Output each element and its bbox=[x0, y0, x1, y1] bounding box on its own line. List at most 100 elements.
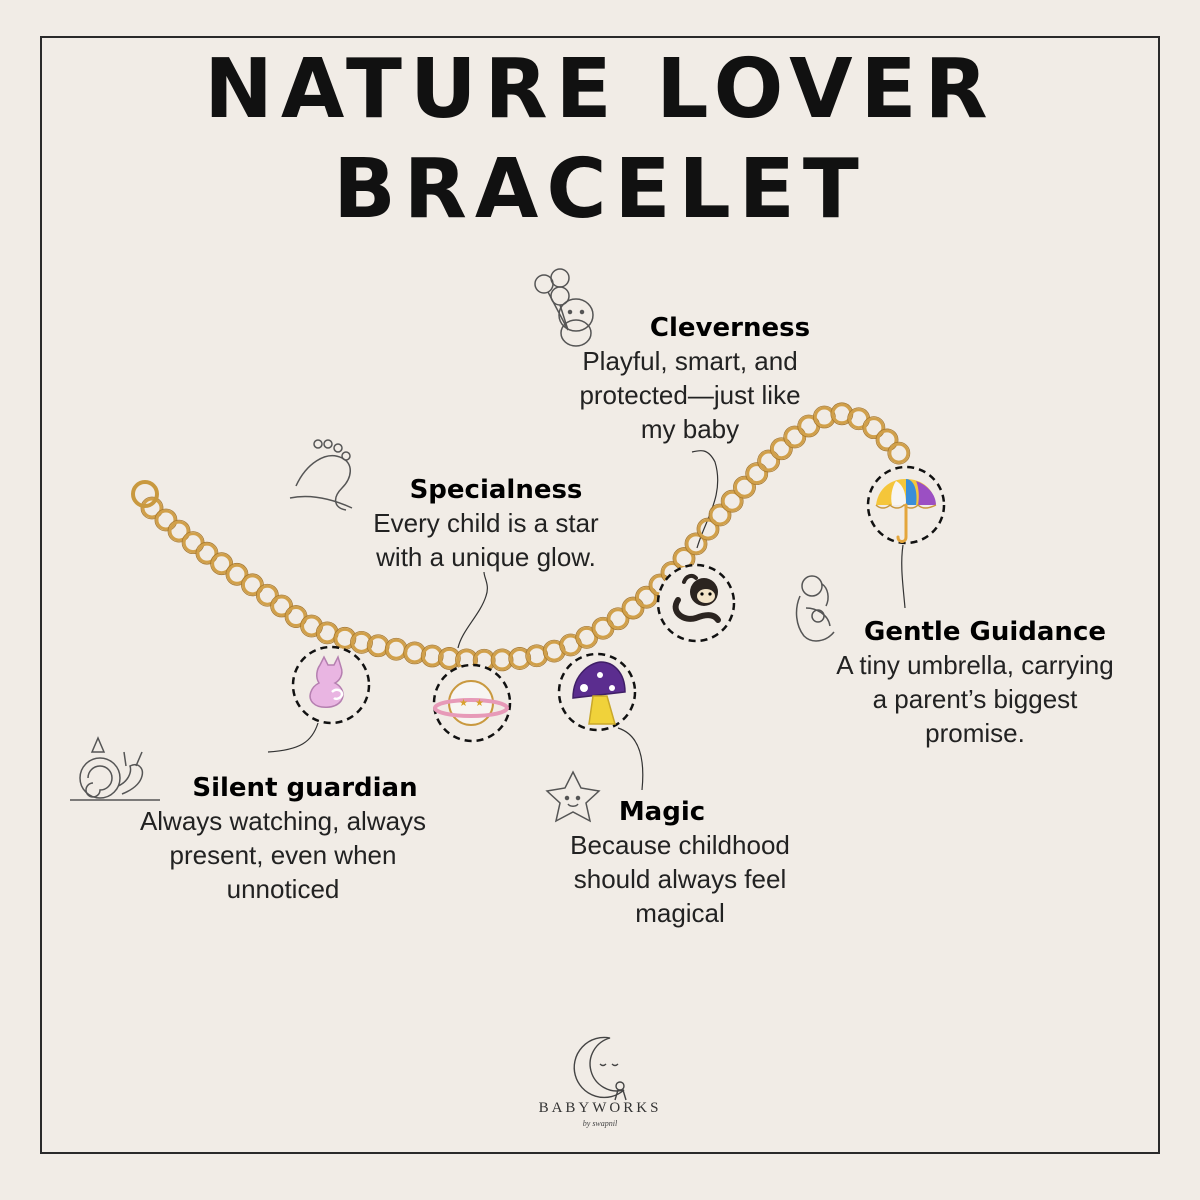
cat-charm-icon bbox=[309, 654, 344, 708]
umbrella-charm bbox=[866, 465, 946, 545]
chain-link bbox=[784, 426, 806, 448]
charm-description-line: unnoticed bbox=[226, 874, 340, 904]
connector-umbrella bbox=[901, 544, 906, 609]
chain-link bbox=[285, 606, 307, 628]
smiling-star-icon bbox=[545, 770, 601, 823]
charm-description-line: Always watching, always bbox=[139, 806, 427, 836]
chain-link bbox=[141, 497, 163, 519]
chain-link bbox=[733, 476, 755, 498]
chain-link-outline bbox=[606, 607, 630, 631]
umbrella-charm-icon bbox=[875, 479, 937, 543]
chain-link-outline bbox=[167, 519, 191, 543]
charm-description-line: protected—just like bbox=[579, 380, 801, 410]
chain-link bbox=[758, 450, 780, 472]
chain-link-outline bbox=[757, 449, 781, 473]
charm-description-line: should always feel bbox=[573, 864, 787, 894]
page-title: NATURE LOVER BRACELET bbox=[204, 42, 996, 237]
charm-description-line: Every child is a star bbox=[373, 508, 599, 538]
chain-link bbox=[491, 649, 513, 671]
chain-link bbox=[636, 586, 657, 608]
clasp-ring bbox=[131, 480, 159, 508]
chain-link bbox=[697, 518, 719, 540]
charm-info-planet: Specialness Every child is a star with a… bbox=[336, 474, 636, 574]
charm-info-mushroom: Magic Because childhood should always fe… bbox=[540, 796, 820, 930]
monkey-charm bbox=[656, 563, 736, 643]
page-frame bbox=[40, 36, 1160, 1154]
connector-mushroom bbox=[617, 727, 644, 791]
chain-link-outline bbox=[225, 562, 249, 586]
charm-description-line: promise. bbox=[925, 718, 1025, 748]
chain-link bbox=[404, 642, 426, 664]
chain-link-outline bbox=[733, 475, 756, 499]
baby-foot-hand-icon bbox=[289, 439, 353, 511]
chain-link-outline bbox=[575, 625, 599, 649]
chain-link bbox=[256, 584, 278, 606]
charm-heading: Cleverness bbox=[649, 313, 811, 343]
charm-description-line: A tiny umbrella, carrying bbox=[836, 650, 1114, 680]
chain-link bbox=[271, 595, 293, 617]
charm-description-line: magical bbox=[635, 898, 725, 928]
chain-link bbox=[576, 626, 598, 648]
chain-link-outline bbox=[862, 416, 886, 440]
charm-description-line: Playful, smart, and bbox=[582, 346, 798, 376]
mushroom-charm bbox=[557, 652, 637, 732]
chain-link-outline bbox=[720, 489, 744, 513]
chain-link bbox=[770, 438, 792, 460]
chain-link-outline bbox=[210, 552, 234, 576]
planet-charm: ★ ★ bbox=[432, 663, 512, 743]
chain-link-outline bbox=[508, 647, 532, 670]
chain-link-outline bbox=[420, 644, 444, 668]
chain-link-outline bbox=[875, 428, 899, 452]
charm-info-monkey: Cleverness Playful, smart, and protected… bbox=[550, 312, 830, 446]
chain-link-outline bbox=[696, 517, 720, 541]
penguin-balloons-icon bbox=[534, 268, 594, 347]
connector-planet bbox=[457, 571, 488, 649]
chain-link-outline bbox=[140, 496, 164, 520]
chain-link bbox=[182, 532, 204, 554]
chain-link-outline bbox=[403, 641, 427, 665]
chain-link bbox=[607, 608, 629, 630]
cat-charm bbox=[291, 645, 371, 725]
svg-text:★: ★ bbox=[459, 698, 468, 709]
brand-name: BABYWORKS bbox=[538, 1100, 662, 1116]
chain-link-outline bbox=[490, 648, 514, 672]
chain-link bbox=[709, 504, 731, 526]
chain-link bbox=[746, 463, 768, 485]
connector-monkey bbox=[691, 449, 719, 549]
monkey-charm-icon bbox=[672, 573, 721, 623]
chain bbox=[140, 402, 911, 672]
charm-description-line: a parent’s biggest bbox=[872, 684, 1078, 714]
charm-description-line: present, even when bbox=[169, 840, 397, 870]
chain-link bbox=[622, 597, 644, 619]
chain-link bbox=[196, 542, 218, 564]
chain-link-outline bbox=[812, 405, 836, 429]
charm-heading: Magic bbox=[618, 797, 706, 827]
chain-link-outline bbox=[708, 503, 732, 527]
charm-description-line: Because childhood bbox=[570, 830, 790, 860]
chain-link bbox=[721, 490, 743, 512]
chain-link-outline bbox=[887, 441, 911, 465]
charm-description-line: my baby bbox=[640, 414, 740, 444]
charm-heading: Gentle Guidance bbox=[864, 617, 1106, 647]
connector-cat bbox=[267, 722, 319, 753]
chain-link-outline bbox=[769, 437, 793, 461]
mother-baby-icon bbox=[795, 575, 835, 642]
svg-text:★: ★ bbox=[475, 698, 484, 709]
moon-logo-icon bbox=[573, 1036, 627, 1101]
chain-link-outline bbox=[437, 647, 461, 670]
charm-heading: Silent guardian bbox=[192, 773, 418, 803]
chain-link-outline bbox=[350, 630, 373, 654]
brand-byline: by swapnil bbox=[582, 1119, 618, 1128]
chain-link bbox=[226, 563, 248, 585]
chain-link bbox=[385, 638, 407, 660]
chain-link bbox=[876, 429, 898, 451]
chain-link bbox=[155, 509, 177, 531]
planet-charm-icon: ★ ★ bbox=[433, 680, 509, 726]
chain-link bbox=[888, 442, 910, 464]
charm-info-cat: Silent guardian Always watching, always … bbox=[118, 772, 448, 906]
chain-link bbox=[168, 520, 190, 542]
chain-link bbox=[685, 533, 707, 555]
charm-description-line: with a unique glow. bbox=[376, 542, 596, 572]
mushroom-charm-icon bbox=[572, 661, 626, 725]
chain-link-outline bbox=[684, 532, 708, 556]
